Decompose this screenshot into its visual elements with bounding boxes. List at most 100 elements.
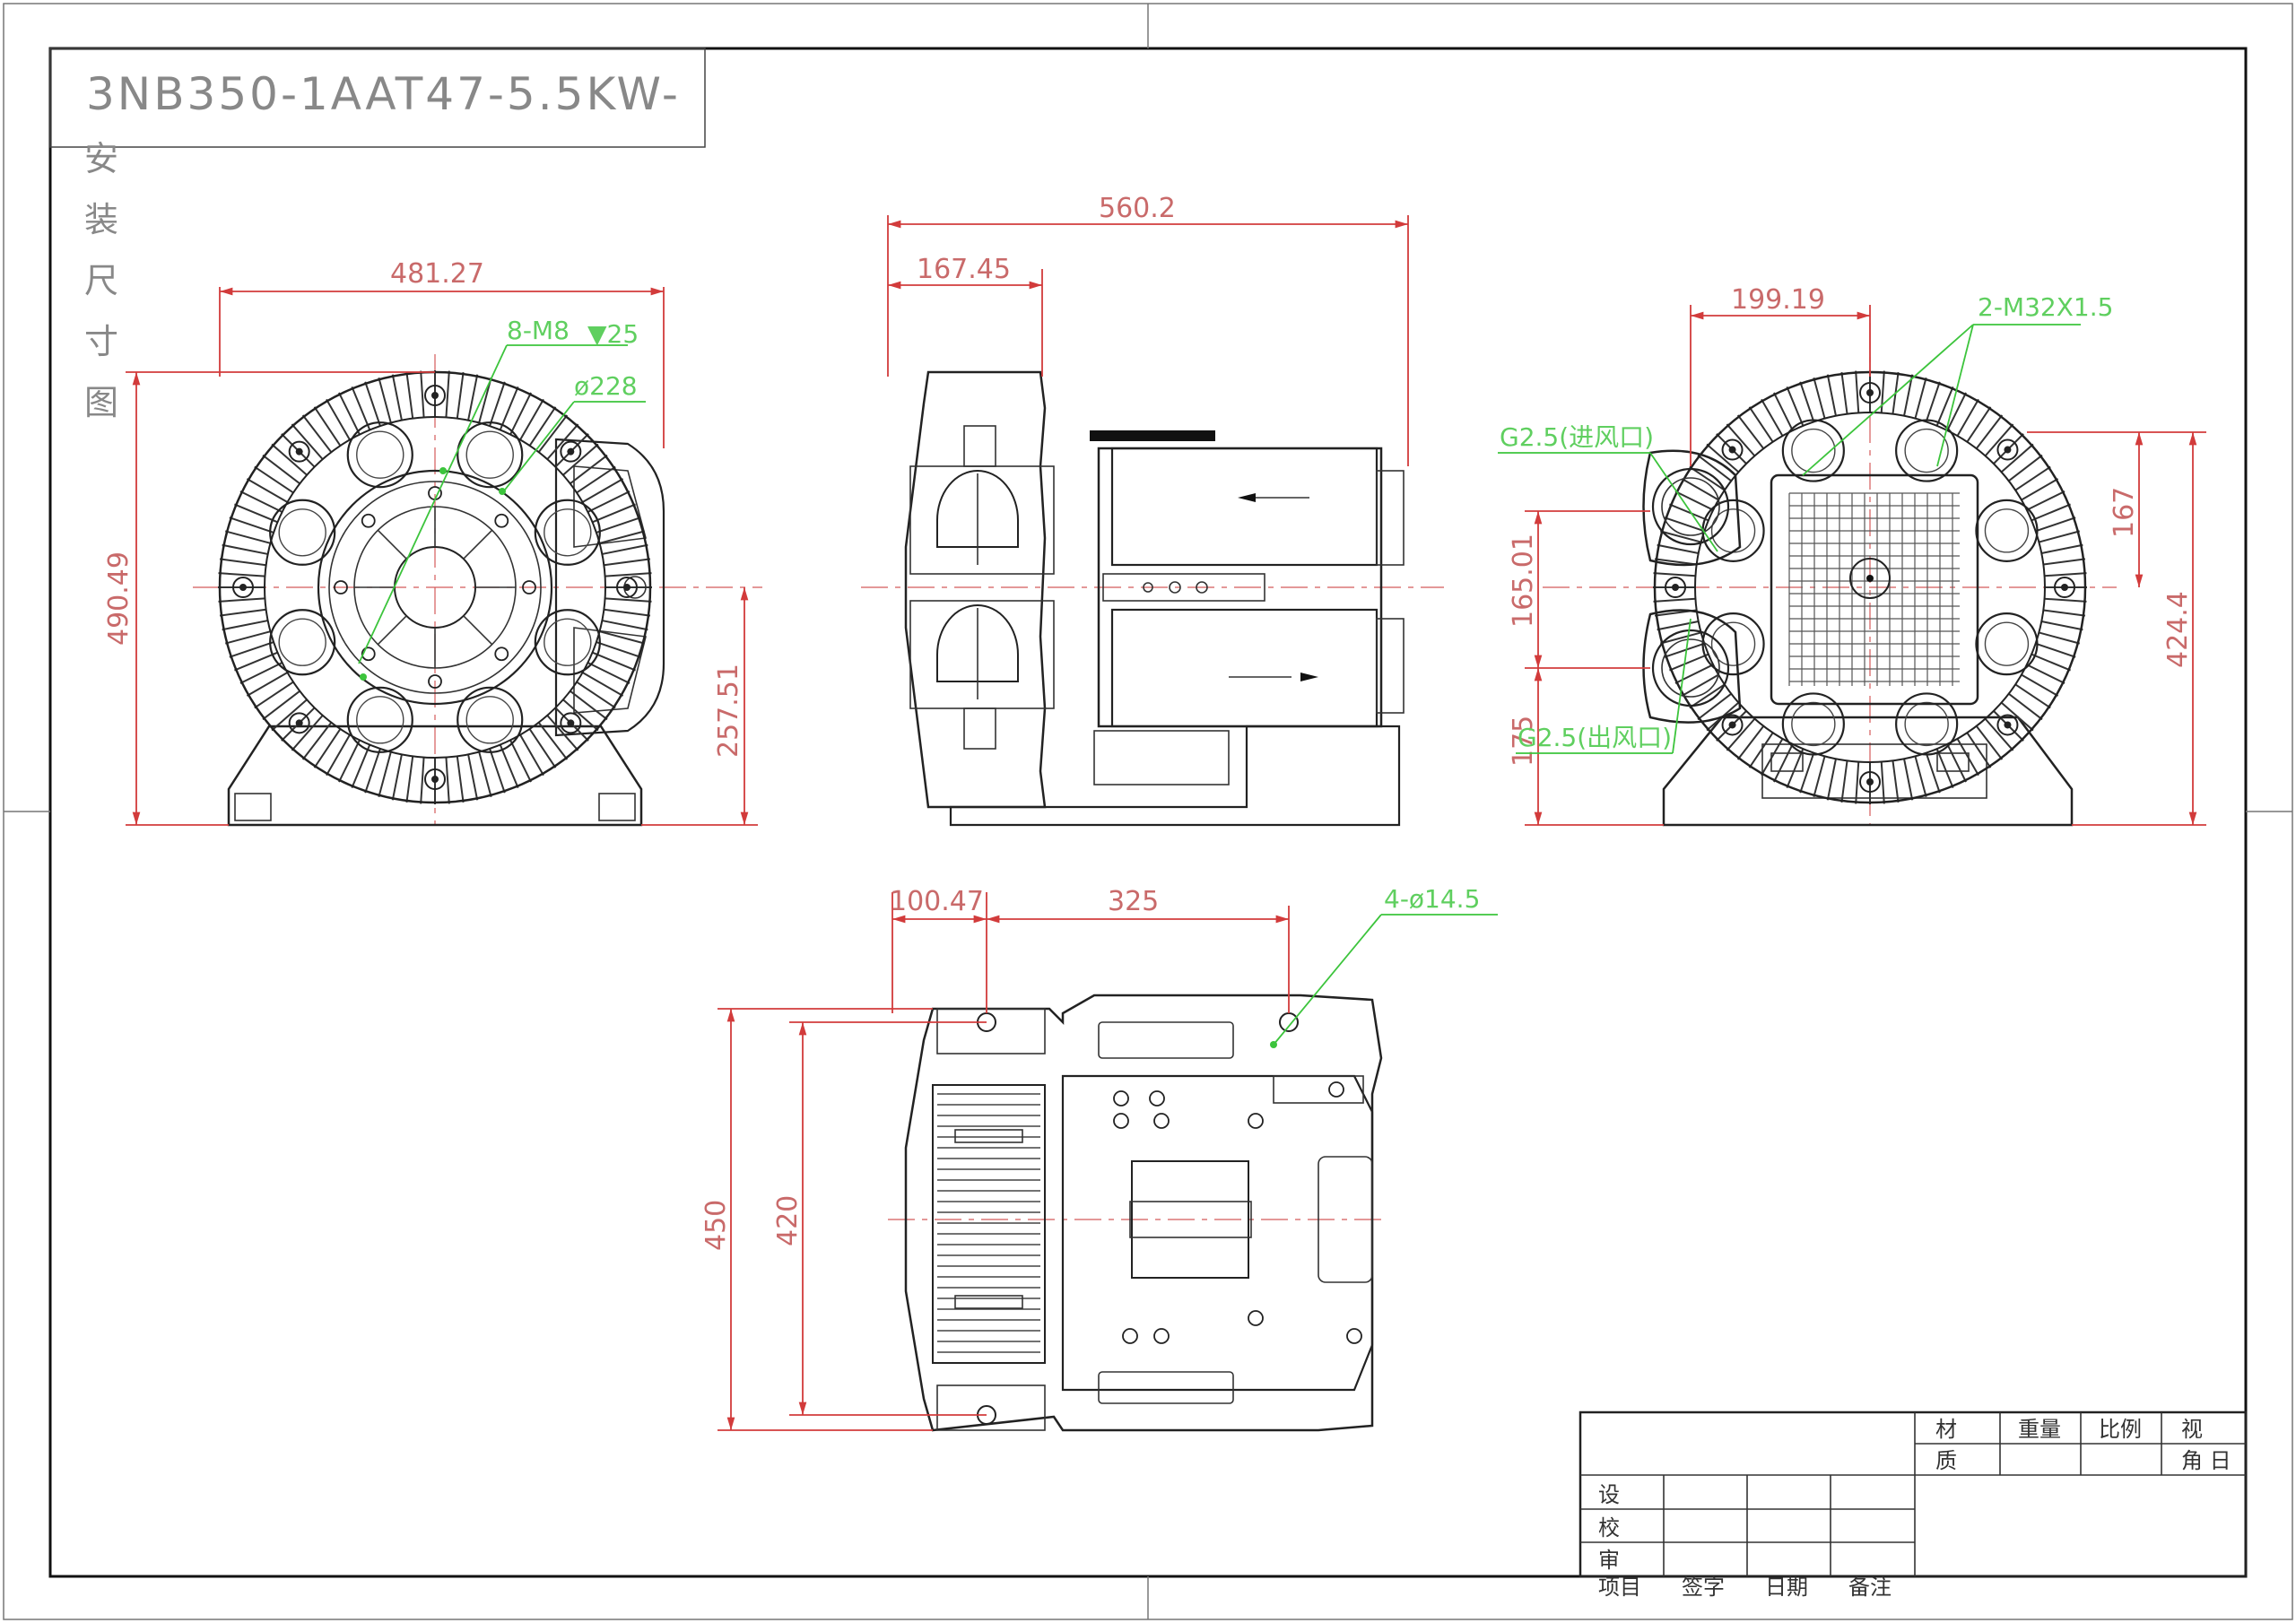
fin [246,478,288,503]
fin [478,751,492,798]
fin [2039,631,2081,645]
bolt [1996,714,2019,736]
fin [1975,414,2004,449]
fin [224,630,271,645]
fin [391,374,403,421]
fin [546,715,579,751]
pocket [346,686,413,753]
fin [1726,423,1756,457]
fin [364,381,381,427]
tb-footer-note: 备注 [1848,1575,1892,1600]
impeller-pockets [1665,382,2075,793]
fin [239,490,283,513]
fin [1689,683,1726,709]
pocket [1701,612,1765,676]
right-167-dim: 167 [2109,487,2140,538]
hub-rib [377,529,407,560]
fin [1653,597,1696,603]
bolt-center [239,584,247,591]
fin [2043,558,2086,566]
hole [1122,1328,1138,1344]
fin [234,651,278,672]
fin [364,748,381,794]
bolt [1665,577,1686,598]
side-total-dim: 560.2 [1099,193,1176,224]
hub-bolt [494,647,509,662]
fin [326,398,351,440]
title-box: 3NB350-1AAT47-5.5KW- 安 装 尺 寸 图 [49,48,706,422]
right-base-dim: 175 [1508,716,1539,767]
bolt [1721,714,1744,736]
fin [405,371,414,419]
hub-rib [463,529,493,560]
hub-bolt [334,580,348,595]
hub-bolt [522,580,536,595]
fin [262,454,300,485]
fin [271,443,308,476]
fin [1855,370,1860,413]
fin [2008,454,2043,482]
bolt [288,712,310,734]
tb-footer-sign: 签字 [1682,1575,1725,1600]
fin [229,516,274,534]
fin [219,608,266,617]
pocket-inner [278,508,326,557]
fin [1903,374,1914,416]
subtitle-char-3: 尺 [84,261,118,300]
side-offset-dim: 167.45 [917,254,1011,285]
hub-bolts [334,486,536,689]
bolt-center [431,776,439,783]
bolt-center [2004,721,2012,729]
fin [1659,631,1701,645]
dia-note: ø228 [574,371,638,401]
fin [1761,738,1784,777]
fin [562,443,599,476]
bottom-outer-dim: 450 [700,1200,732,1251]
fin [1813,377,1826,419]
fin [2000,443,2034,473]
fin [1966,406,1992,443]
fin [1903,759,1914,801]
fin [1925,381,1941,422]
fin [1914,756,1927,798]
bolt-center [2061,584,2068,591]
fin [1855,761,1860,804]
fin [2021,478,2059,501]
fan-grille [1788,492,1960,686]
bolt [1721,438,1744,461]
fin [1726,717,1756,751]
pocket [269,499,336,566]
pocket [1895,419,1959,482]
bolt [232,577,254,598]
fin [239,662,283,684]
bolt [424,768,446,790]
cooling-fins [937,1093,1040,1353]
fin [1697,692,1732,721]
fin [489,381,506,427]
fin [1736,725,1765,760]
fin [582,672,624,697]
fin [338,392,361,436]
fin [1654,558,1697,566]
fin [1773,743,1794,783]
fin [599,630,646,645]
fin [1826,759,1837,801]
holes-note: 4-ø14.5 [1384,884,1480,914]
pocket-inner [1791,428,1836,473]
bolt [560,712,582,734]
title-block: 材 重量 比例 视 质 角 日 设 校 审 项目 签字 日期 备注 [1578,1410,2248,1600]
fin [2031,503,2071,522]
fin [1935,748,1954,788]
front-view: 481.27 490.49 257.51 8-M8 ▼25 ø228 [103,258,762,827]
fin [576,465,616,494]
bolt-center [1672,584,1679,591]
pocket-inner [1710,621,1756,666]
fin [301,414,333,453]
inlet-label: G2.5(进风口) [1500,422,1654,452]
fin [420,757,425,804]
fin [1946,392,1967,431]
hole [1149,1090,1165,1107]
fin [456,756,465,803]
tb-view-label: 视 [2181,1417,2203,1442]
fin [604,608,651,617]
